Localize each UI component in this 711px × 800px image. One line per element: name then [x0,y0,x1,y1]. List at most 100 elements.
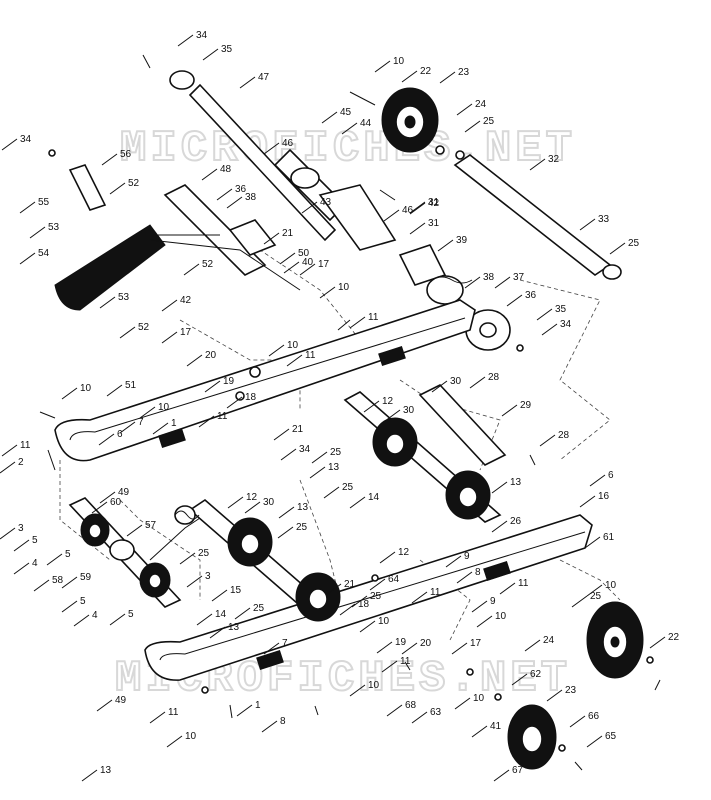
callout-leader-5 [61,600,78,613]
callout-leader-30 [384,409,401,422]
callout-leader-52 [183,263,200,276]
callout-leader-25 [277,526,294,539]
callout-4: 4 [92,610,98,621]
callout-leader-52 [119,326,136,339]
callout-46: 46 [402,205,414,216]
callout-25: 25 [590,591,602,602]
callout-57: 57 [145,520,157,531]
callout-leader-13 [81,769,98,782]
callout-25: 25 [370,591,382,602]
callout-25: 25 [253,603,265,614]
callout-leader-59 [61,576,78,589]
upper-idler-wheel [381,87,439,153]
callout-leader-11 [411,591,428,604]
callout-leader-20 [186,354,203,367]
callout-leader-10 [349,684,366,697]
callout-3: 3 [18,523,24,534]
callout-10: 10 [158,402,170,413]
callout-leader-25 [311,451,328,464]
callout-leader-33 [579,218,596,231]
callout-25: 25 [296,522,308,533]
callout-6: 6 [608,470,614,481]
callout-leader-25 [234,607,251,620]
callout-leader-28 [469,376,486,389]
callout-leader-3 [0,527,16,540]
callout-25: 25 [628,238,640,249]
callout-11: 11 [305,350,316,361]
callout-leader-46 [263,142,280,155]
callout-leader-20 [401,642,418,655]
callout-59: 59 [80,572,92,583]
callout-34: 34 [560,319,572,330]
callout-30: 30 [450,376,462,387]
callout-28: 28 [488,372,500,383]
callout-leader-47 [239,76,256,89]
callout-5: 5 [80,596,86,607]
callout-leader-42 [409,202,426,215]
callout-52: 52 [202,259,214,270]
callout-23: 23 [565,685,577,696]
callout-leader-29 [501,404,518,417]
callout-50: 50 [298,248,310,259]
slide-rail-left [54,299,476,462]
callout-leader-23 [546,689,563,702]
callout-leader-57 [126,524,143,537]
callout-leader-10 [139,406,156,419]
callout-leader-25 [351,595,368,608]
callout-leader-38 [226,196,243,209]
callout-15: 15 [230,585,242,596]
callout-leader-5 [109,613,126,626]
callout-leader-25 [323,486,340,499]
callout-7: 7 [282,638,288,649]
callout-leader-17 [451,642,468,655]
callout-23: 23 [458,67,470,78]
callout-leader-9 [445,555,462,568]
callout-33: 33 [598,214,610,225]
callout-11: 11 [217,411,228,422]
callout-leader-13 [278,506,295,519]
callout-leader-19 [204,380,221,393]
callout-44: 44 [360,118,372,129]
callout-49: 49 [118,487,130,498]
callout-leader-10 [454,697,471,710]
callout-leader-11 [381,660,398,673]
callout-leader-54 [19,252,36,265]
spring-cylinders [163,148,511,351]
callout-leader-45 [321,111,338,124]
callout-leader-28 [539,434,556,447]
callout-leader-18 [339,603,356,616]
callout-34: 34 [299,444,311,455]
callout-leader-62 [511,673,528,686]
callout-30: 30 [263,497,275,508]
callout-leader-53 [99,296,116,309]
callout-leader-34 [1,138,18,151]
callout-leader-51 [106,384,123,397]
callout-leader-58 [33,579,50,592]
callout-leader-22 [649,636,666,649]
callout-31: 31 [428,197,440,208]
callout-11: 11 [400,656,411,667]
callout-leader-11 [349,316,366,329]
callout-13: 13 [510,477,522,488]
callout-leader-56 [101,153,118,166]
callout-36: 36 [525,290,537,301]
rear-wheel-lower [507,704,557,770]
callout-leader-31 [409,222,426,235]
callout-10: 10 [473,693,485,704]
callout-7: 7 [138,417,144,428]
hardware-bolts [39,54,661,771]
callout-leader-4 [73,614,90,627]
callout-leader-35 [202,48,219,61]
callout-14: 14 [368,492,380,503]
callout-leader-4 [13,562,30,575]
callout-leader-21 [325,583,342,596]
callout-40: 40 [302,257,314,268]
callout-10: 10 [393,56,405,67]
callout-25: 25 [198,548,210,559]
callout-11: 11 [430,587,441,598]
callout-63: 63 [430,707,442,718]
callout-55: 55 [38,197,50,208]
callout-leader-46 [383,209,400,222]
callout-10: 10 [338,282,350,293]
